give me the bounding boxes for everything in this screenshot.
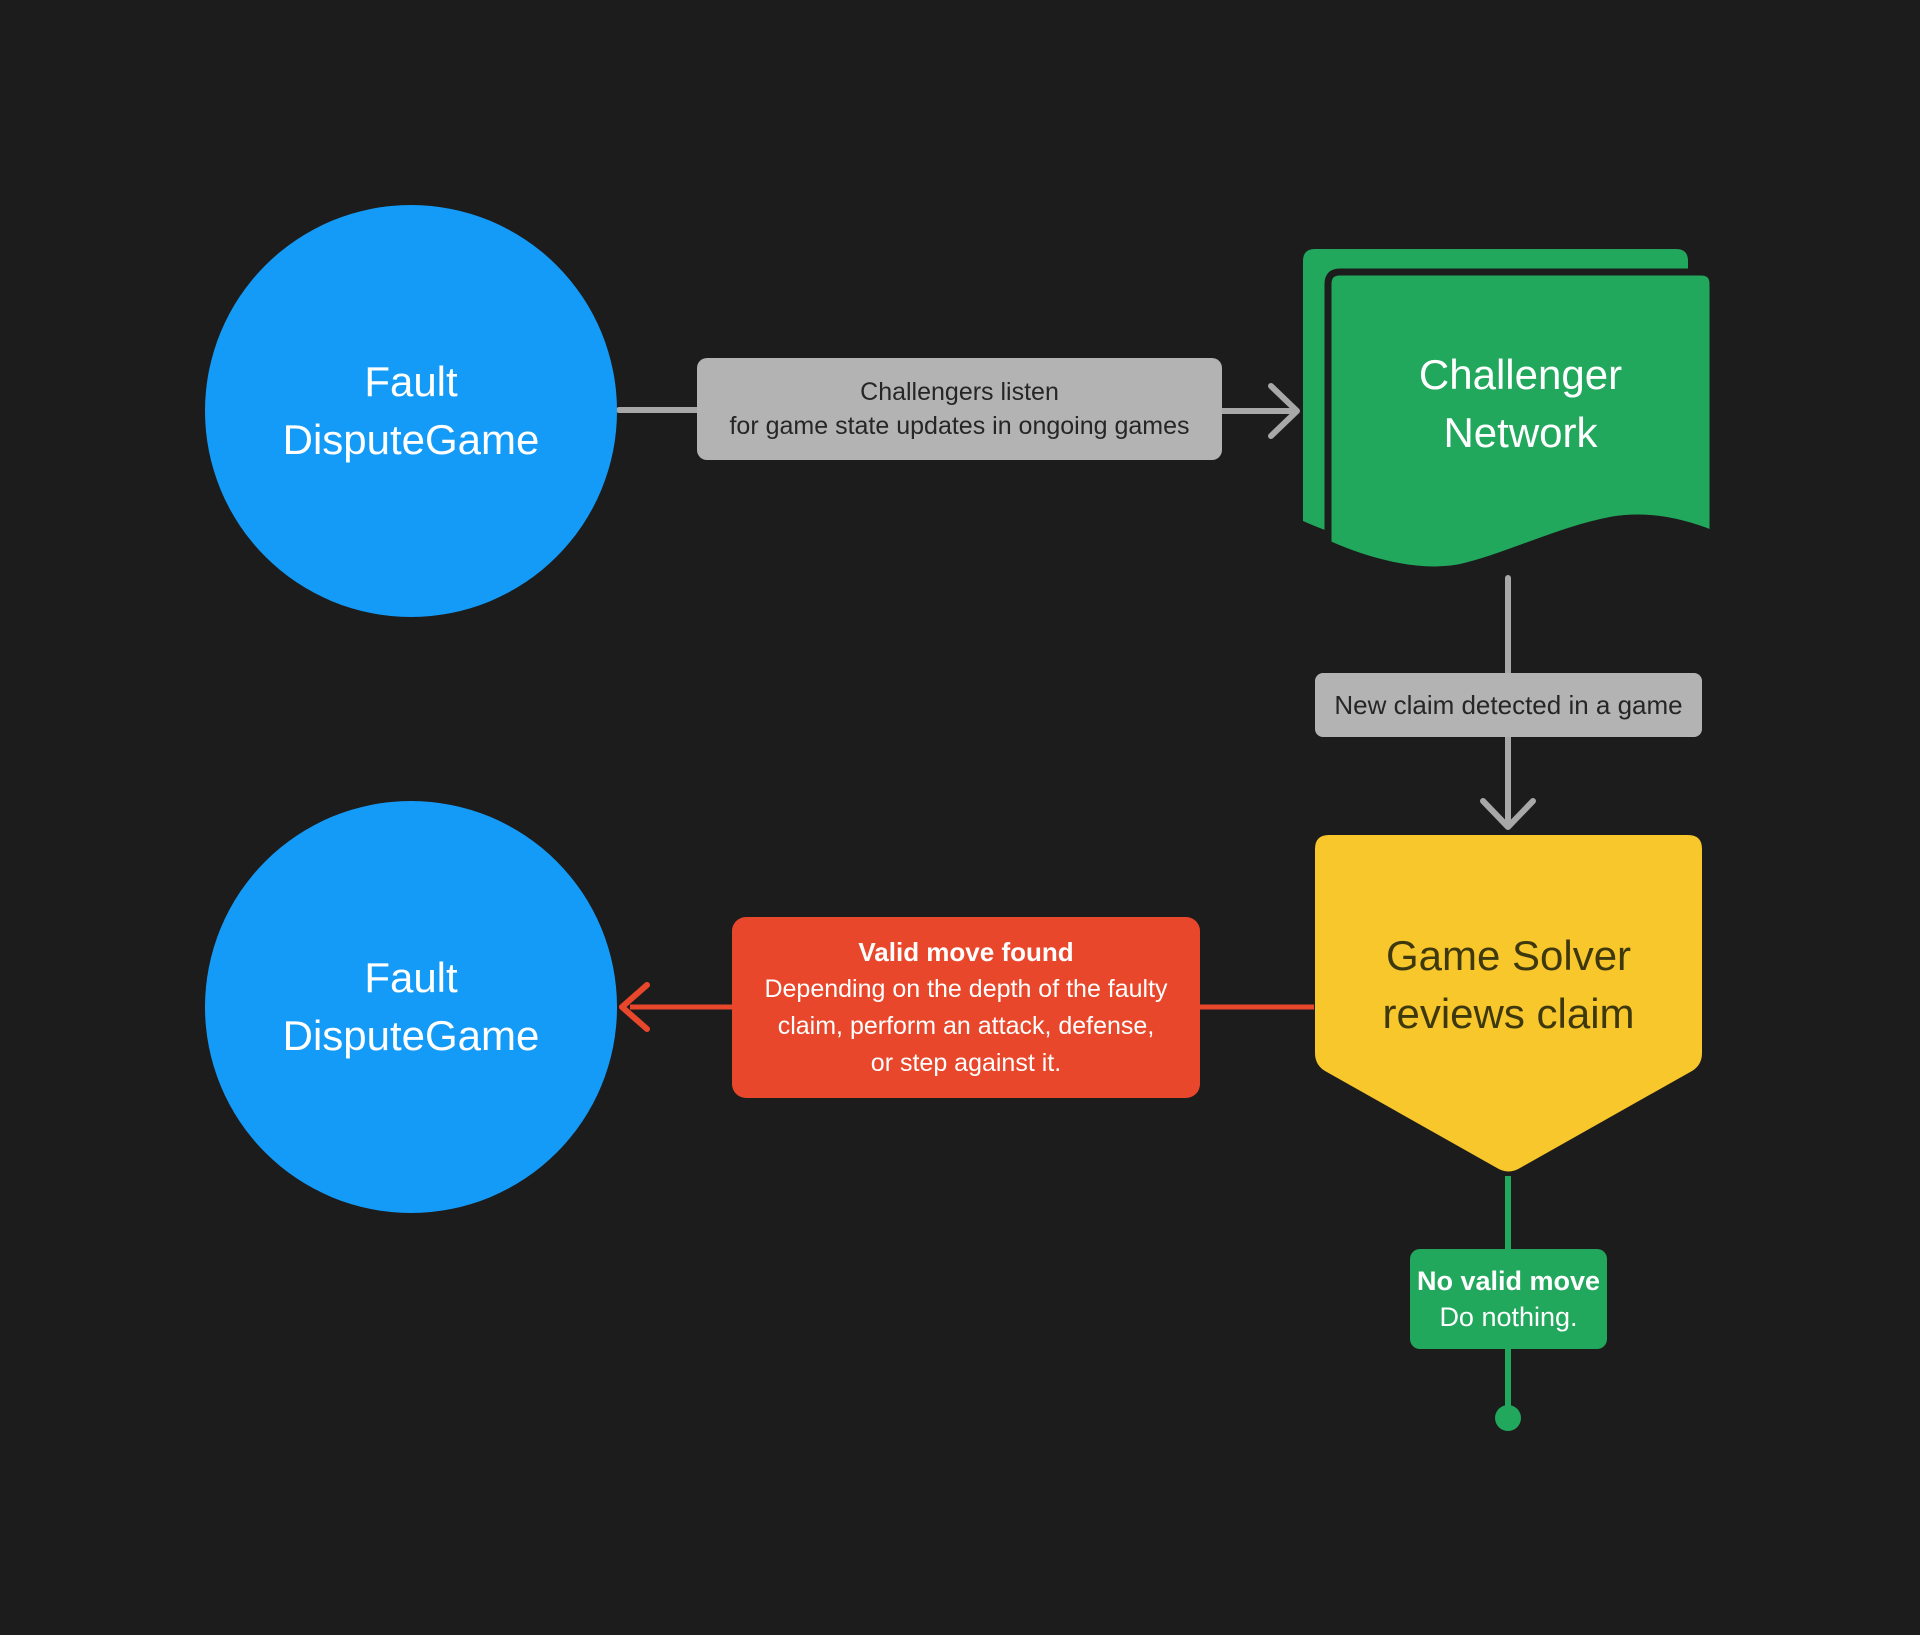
node-challenger-network: Challenger Network [1328, 272, 1713, 536]
node-label-line: Network [1443, 409, 1598, 456]
node-label-line: Fault [364, 358, 458, 405]
arrowhead-down-icon [1480, 798, 1536, 830]
note-title: Valid move found [858, 936, 1074, 967]
arrowhead-right-icon [1268, 383, 1300, 439]
arrowhead-left-icon [619, 982, 650, 1032]
pentagon-shape [1315, 835, 1702, 1172]
node-label-line: Game Solver [1385, 932, 1632, 979]
note-title: No valid move [1416, 1266, 1601, 1296]
edge-label-line: Challengers listen [860, 378, 1059, 406]
node-label-line: Fault [364, 954, 458, 1001]
node-label-line: Challenger [1418, 351, 1623, 398]
edge-label-line: New claim detected in a game [1334, 690, 1683, 720]
edge-label-challengers-listen: Challengers listen for game state update… [697, 358, 1222, 460]
edge-label-line: for game state updates in ongoing games [729, 412, 1190, 440]
note-no-valid-move: No valid move Do nothing. [1410, 1249, 1607, 1349]
note-body-line: Depending on the depth of the faulty [764, 974, 1168, 1003]
note-body-line: Do nothing. [1439, 1302, 1578, 1332]
node-label-line: reviews claim [1382, 990, 1635, 1037]
note-valid-move-found: Valid move found Depending on the depth … [732, 917, 1200, 1098]
node-label-line: DisputeGame [282, 1012, 540, 1059]
note-body-line: or step against it. [870, 1048, 1062, 1077]
terminal-dot-icon [1495, 1405, 1521, 1431]
edge-label-new-claim: New claim detected in a game [1315, 673, 1702, 737]
node-fault-dispute-game-bottom: Fault DisputeGame [205, 801, 617, 1213]
note-body-line: claim, perform an attack, defense, [777, 1011, 1155, 1040]
node-game-solver: Game Solver reviews claim [1315, 835, 1702, 1135]
node-label-line: DisputeGame [282, 416, 540, 463]
document-shape-front [1324, 268, 1717, 574]
node-fault-dispute-game-top: Fault DisputeGame [205, 205, 617, 617]
